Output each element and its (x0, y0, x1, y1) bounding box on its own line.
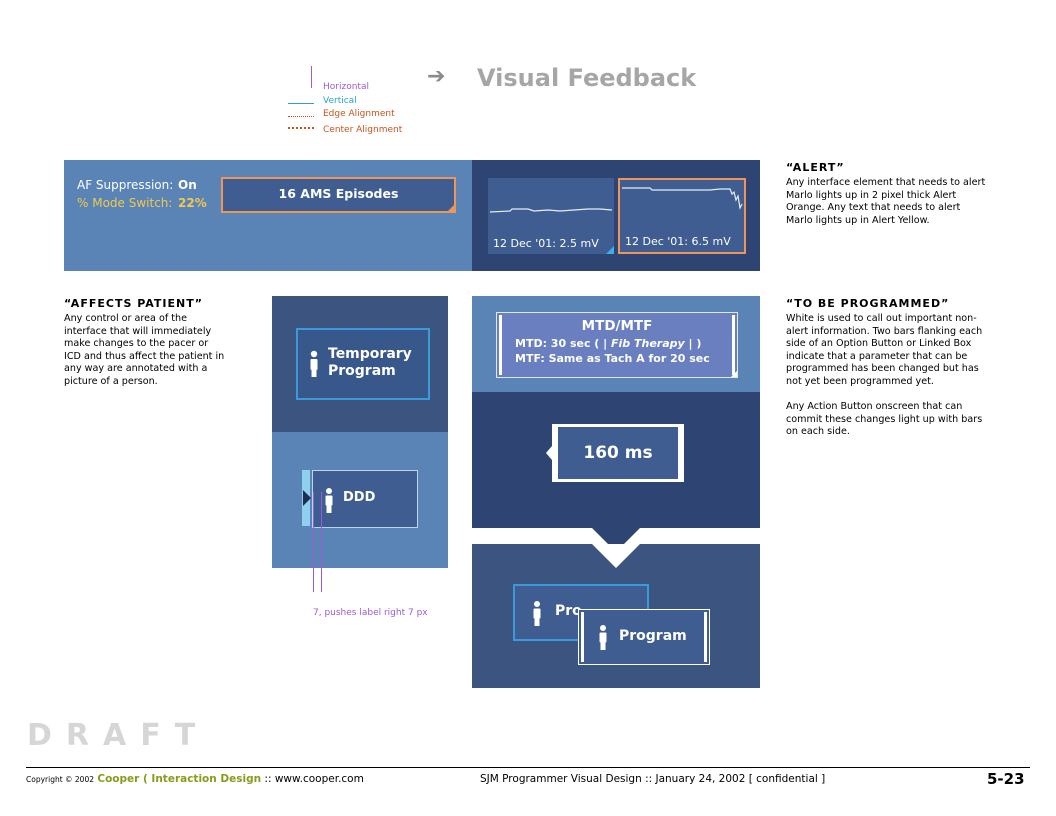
company-name: Cooper ( Interaction Design (97, 773, 262, 785)
alert-annotation-body: Any interface element that needs to aler… (786, 177, 986, 226)
alignment-guide-line-2 (321, 492, 322, 592)
waveform-trace-1 (489, 208, 613, 213)
legend-edge-label: Edge Alignment (323, 109, 395, 119)
mtd-line-1-suffix: | ) (684, 337, 702, 350)
patient-panel-bottom: DDD (272, 432, 448, 592)
program-label: Program (328, 363, 396, 379)
ams-episodes-label: 16 AMS Episodes (278, 186, 399, 201)
mode-switch-value: 22% (178, 196, 207, 210)
program-button-front[interactable]: Program (578, 609, 710, 665)
ddd-marker-icon (303, 490, 311, 506)
program-front-label: Program (619, 628, 687, 644)
alert-panel: AF Suppression: On % Mode Switch: 22% 16… (64, 160, 472, 271)
mtd-line-1-prefix: MTD: 30 sec ( | (515, 337, 612, 350)
person-icon (533, 601, 541, 626)
person-icon (599, 625, 607, 650)
horizontal-guide-line (311, 66, 312, 88)
waveform-panel: 12 Dec '01: 2.5 mV 12 Dec '01: 6.5 mV (472, 160, 760, 271)
program-bar-left (581, 612, 584, 662)
ams-episodes-button[interactable]: 16 AMS Episodes (221, 177, 456, 213)
callout-notch (592, 544, 640, 568)
page-number: 5-23 (987, 770, 1025, 788)
affects-patient-title: “AFFECTS PATIENT” (64, 297, 203, 310)
fib-therapy-text: Fib Therapy (611, 337, 685, 350)
ms-value: 160 ms (583, 443, 653, 463)
push-note: 7, pushes label right 7 px (313, 608, 428, 618)
mode-switch-label: % Mode Switch: (77, 196, 173, 210)
mtd-line-1: MTD: 30 sec ( | Fib Therapy | ) (515, 337, 701, 350)
temporary-program-button[interactable]: Temporary Program (296, 328, 430, 400)
footer-divider (26, 767, 1030, 768)
ms-linked-box[interactable]: 160 ms (546, 424, 684, 482)
draft-watermark: DRAFT (27, 718, 210, 753)
legend-center-label: Center Alignment (323, 125, 403, 135)
af-suppression-value: On (178, 178, 197, 192)
waveform-trace-2 (622, 187, 743, 210)
page-title: Visual Feedback (477, 64, 697, 92)
arrow-right-icon: ➔ (427, 64, 446, 89)
corner-notch-icon (448, 205, 454, 211)
patient-panel-top: Temporary Program (272, 296, 448, 432)
affects-patient-body: Any control or area of the interface tha… (64, 313, 225, 387)
ddd-button[interactable]: DDD (312, 470, 418, 528)
to-be-programmed-title: “TO BE PROGRAMMED” (786, 297, 950, 310)
edge-alignment-line (288, 116, 314, 117)
person-icon (325, 488, 333, 513)
mtd-panel: MTD/MTF MTD: 30 sec ( | Fib Therapy | ) … (472, 296, 760, 392)
mtd-title: MTD/MTF (581, 318, 653, 334)
person-icon (310, 350, 318, 377)
af-suppression-label: AF Suppression: (77, 178, 174, 192)
copyright-text: Copyright © 2002 (26, 775, 95, 784)
mtd-bar-right (732, 315, 735, 375)
footer-center: SJM Programmer Visual Design :: January … (480, 773, 826, 785)
mtf-line: MTF: Same as Tach A for 20 sec (515, 352, 710, 365)
footer-left: Copyright © 2002 Cooper ( Interaction De… (26, 773, 364, 785)
waveform-box-2-alert[interactable]: 12 Dec '01: 6.5 mV (618, 178, 746, 254)
waveform-2-label: 12 Dec '01: 6.5 mV (625, 235, 731, 248)
waveform-box-1[interactable]: 12 Dec '01: 2.5 mV (488, 178, 614, 254)
center-alignment-line (288, 127, 314, 129)
temporary-label: Temporary (328, 346, 412, 362)
waveform-1-label: 12 Dec '01: 2.5 mV (493, 237, 599, 250)
program-bar-right (704, 612, 707, 662)
legend-vertical-label: Vertical (323, 96, 357, 106)
action-panel: Pro Program (472, 544, 760, 688)
mtd-linked-box[interactable]: MTD/MTF MTD: 30 sec ( | Fib Therapy | ) … (496, 312, 738, 378)
to-be-programmed-body: White is used to call out important non-… (786, 313, 983, 438)
ms-marker-icon (546, 446, 552, 460)
program-back-label: Pro (555, 603, 582, 619)
vertical-guide-line (288, 103, 314, 104)
company-site: :: www.cooper.com (264, 773, 364, 785)
legend-horizontal-label: Horizontal (323, 82, 369, 92)
alert-annotation-title: “ALERT” (786, 161, 845, 174)
ms-panel: 160 ms (472, 392, 760, 528)
ms-inner: 160 ms (558, 427, 678, 479)
alignment-guide-line-1 (313, 492, 314, 592)
mtd-bar-left (499, 315, 502, 375)
corner-notch-icon (731, 371, 737, 377)
ddd-label: DDD (343, 490, 376, 505)
corner-notch-icon (606, 246, 614, 254)
